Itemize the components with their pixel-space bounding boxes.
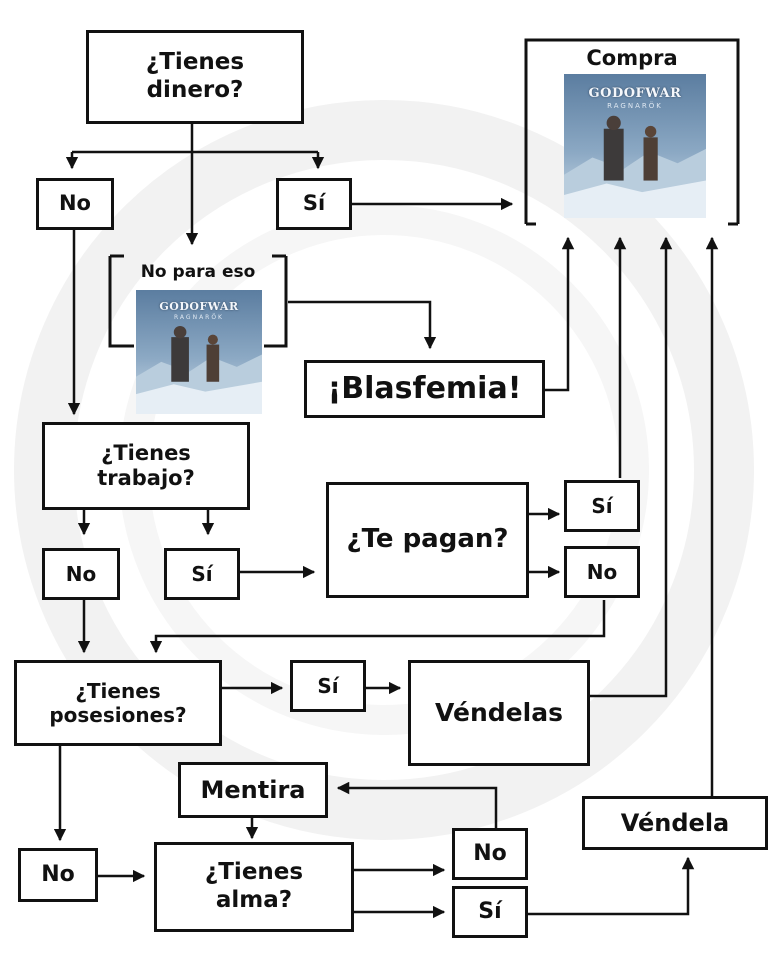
no-para-eso-label: No para eso	[140, 262, 256, 282]
game-cover-image: GODOFWAR RAGNARÖK	[136, 290, 262, 414]
cover-logo-title: GODOFWAR	[159, 300, 239, 313]
node-vendelas: Véndelas	[408, 660, 590, 766]
cover-logo-subtitle: RAGNARÖK	[174, 314, 224, 321]
node-blasfemia: ¡Blasfemia!	[304, 360, 545, 418]
node-compra: Compra GODOFWAR RAGNARÖK	[526, 40, 738, 228]
question-te-pagan: ¿Te pagan?	[326, 482, 529, 598]
answer-si-alma: Sí	[452, 886, 528, 938]
question-tienes-alma: ¿Tienes alma?	[154, 842, 354, 932]
answer-no-trabajo: No	[42, 548, 120, 600]
question-tienes-trabajo: ¿Tienes trabajo?	[42, 422, 250, 510]
answer-si-pagan: Sí	[564, 480, 640, 532]
node-vendela: Véndela	[582, 796, 768, 850]
cover-logo-title-compra: GODOFWAR	[588, 86, 682, 101]
answer-si-posesiones: Sí	[290, 660, 366, 712]
answer-si-dinero: Sí	[276, 178, 352, 230]
answer-no-posesiones: No	[18, 848, 98, 902]
cover-logo-subtitle-compra: RAGNARÖK	[607, 102, 663, 110]
compra-label: Compra	[586, 46, 678, 70]
answer-no-alma: No	[452, 828, 528, 880]
answer-si-trabajo: Sí	[164, 548, 240, 600]
node-mentira: Mentira	[178, 762, 328, 818]
question-tienes-posesiones: ¿Tienes posesiones?	[14, 660, 222, 746]
question-tienes-dinero: ¿Tienes dinero?	[86, 30, 304, 124]
answer-no-pagan: No	[564, 546, 640, 598]
answer-no-dinero: No	[36, 178, 114, 230]
node-no-para-eso: No para eso GODOFWAR RAGNARÖK	[110, 256, 286, 420]
game-cover-image-compra: GODOFWAR RAGNARÖK	[564, 74, 706, 218]
